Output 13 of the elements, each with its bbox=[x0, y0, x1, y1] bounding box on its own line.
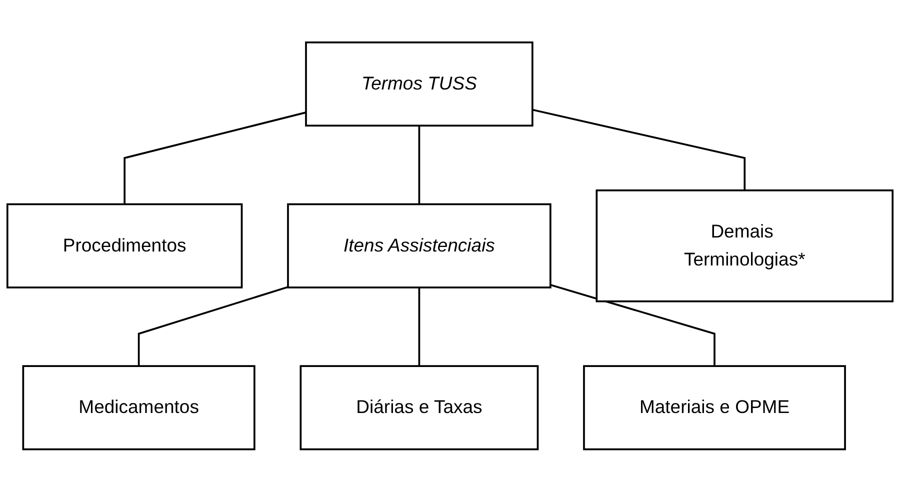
node-box: Procedimentos bbox=[6, 202, 243, 288]
node-box: Termos TUSS bbox=[305, 41, 534, 126]
node-box: Demais Terminologias* bbox=[596, 189, 894, 302]
connector bbox=[418, 287, 420, 366]
connector bbox=[532, 108, 746, 190]
connector bbox=[138, 286, 288, 366]
node-box: Medicamentos bbox=[22, 364, 256, 450]
node-box: Materiais e OPME bbox=[583, 364, 846, 450]
connector bbox=[124, 111, 306, 204]
node-box: Diárias e Taxas bbox=[300, 364, 539, 450]
node-box: Itens Assistenciais bbox=[287, 202, 552, 288]
connector bbox=[418, 125, 420, 204]
connector bbox=[550, 284, 716, 366]
